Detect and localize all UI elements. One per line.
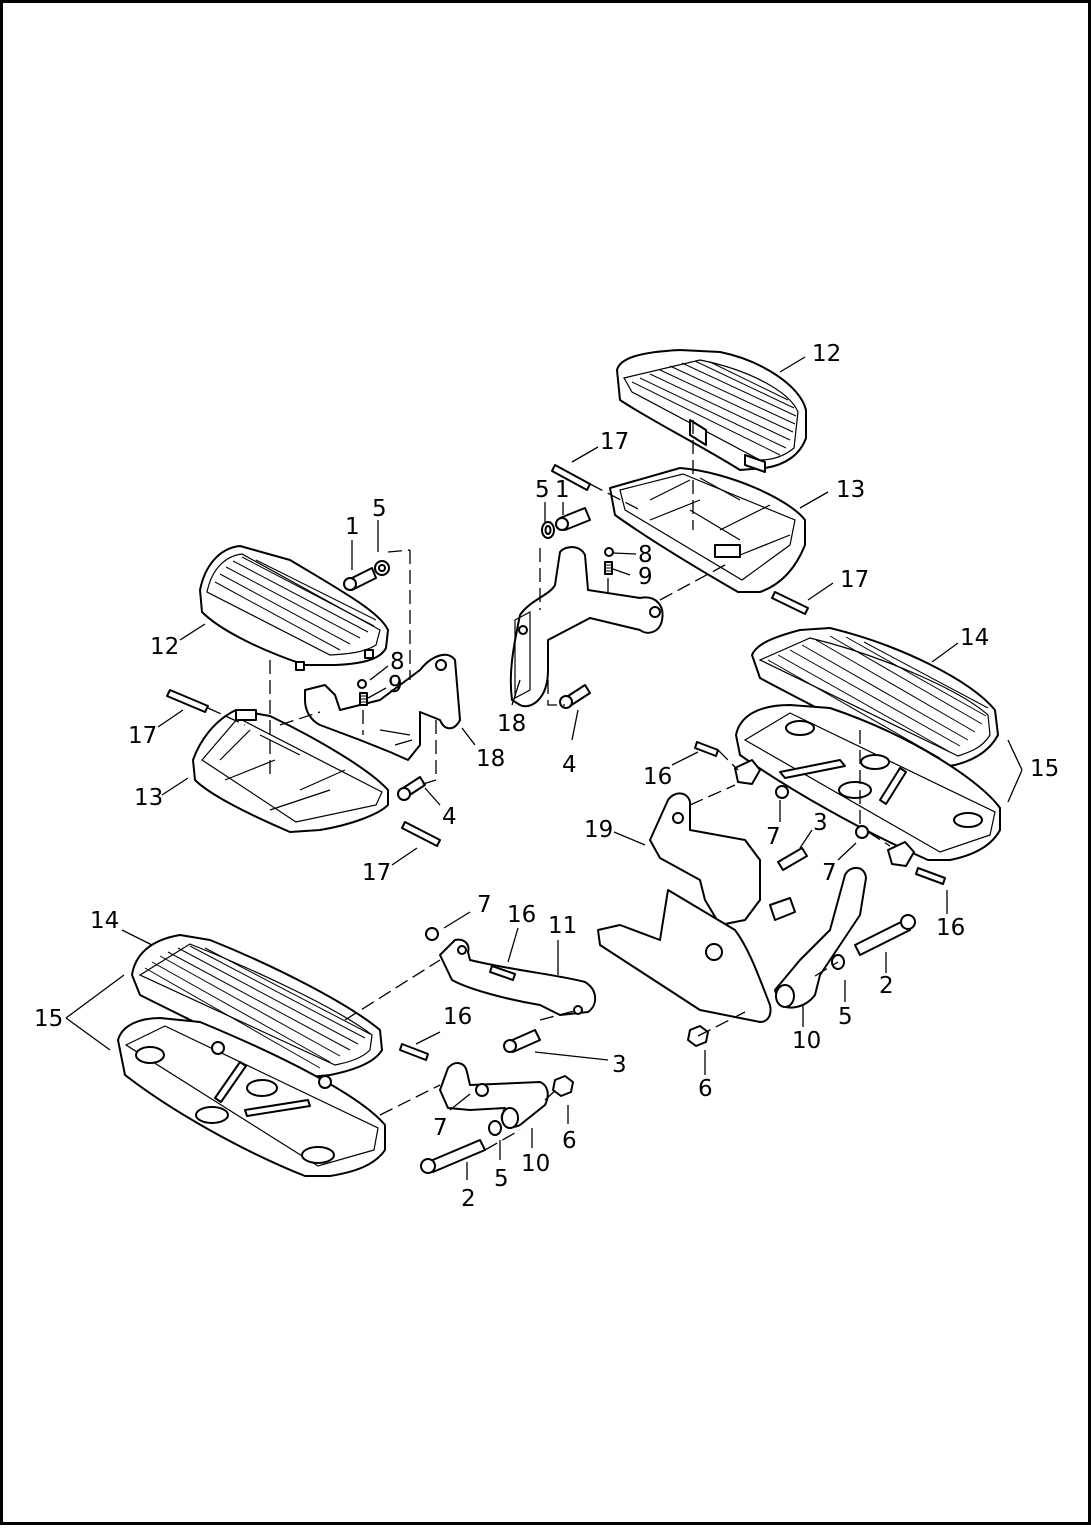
mount-bracket-left bbox=[304, 653, 461, 761]
bolt-16-low-upper bbox=[489, 965, 516, 981]
clevis-right-lower bbox=[887, 841, 915, 867]
bolt-16-low-lower bbox=[399, 1043, 429, 1061]
footboard-bracket-left bbox=[192, 709, 389, 833]
callout-10-low: 10 bbox=[521, 1151, 550, 1177]
spring-9-left bbox=[359, 692, 368, 706]
bolt-16-right-lower bbox=[915, 867, 946, 885]
callout-17-left: 17 bbox=[128, 723, 157, 749]
callout-16-low2: 16 bbox=[443, 1004, 472, 1030]
callout-4-mid: 4 bbox=[562, 752, 577, 778]
clevis-right-upper bbox=[734, 759, 761, 785]
callout-5-right: 5 bbox=[838, 1004, 853, 1030]
callout-15-left: 15 bbox=[34, 1006, 63, 1032]
callout-13-top: 13 bbox=[836, 477, 865, 503]
callout-14-right: 14 bbox=[960, 625, 989, 651]
spring-9-top bbox=[604, 561, 613, 575]
bolt-2-right bbox=[854, 914, 916, 956]
callout-16-right2: 16 bbox=[936, 915, 965, 941]
callout-9-left: 9 bbox=[388, 672, 403, 698]
callout-17-bottom: 17 bbox=[362, 860, 391, 886]
callout-5-low: 5 bbox=[494, 1166, 509, 1192]
callout-1-mid: 1 bbox=[555, 477, 570, 503]
callout-14-left: 14 bbox=[90, 908, 119, 934]
callout-19: 19 bbox=[584, 817, 613, 843]
bolt-3-low bbox=[503, 1029, 541, 1053]
callout-7-right: 7 bbox=[766, 824, 781, 850]
footboard-base-right bbox=[735, 704, 1001, 861]
pin-17-top-left bbox=[551, 464, 591, 491]
ball-8-left bbox=[357, 679, 367, 689]
callout-16-right: 16 bbox=[643, 764, 672, 790]
callout-17-top: 17 bbox=[600, 429, 629, 455]
callout-7-right2: 7 bbox=[822, 860, 837, 886]
footboard-bracket-top bbox=[609, 467, 806, 593]
pin-17-left-upper bbox=[166, 689, 209, 713]
nut-7-right-upper bbox=[775, 785, 789, 799]
nut-6-low bbox=[552, 1075, 574, 1097]
washer-5-top bbox=[541, 521, 555, 539]
footboard-pad-right bbox=[751, 627, 999, 769]
callout-5-mid: 5 bbox=[535, 477, 550, 503]
footboard-base-bottom-left bbox=[117, 1017, 386, 1177]
arm-10-right bbox=[774, 866, 867, 1009]
callout-8-left: 8 bbox=[390, 649, 405, 675]
callout-1-left: 1 bbox=[345, 514, 360, 540]
leader-lines bbox=[65, 356, 1023, 1180]
callout-6-low: 6 bbox=[562, 1128, 577, 1154]
bolt-3-right bbox=[777, 847, 808, 871]
nut-7-low-upper bbox=[425, 927, 439, 941]
callout-5-left: 5 bbox=[372, 496, 387, 522]
callout-15-right: 15 bbox=[1030, 756, 1059, 782]
callout-4-left: 4 bbox=[442, 804, 457, 830]
mount-bracket-top bbox=[509, 546, 664, 708]
footboard-pad-top bbox=[616, 349, 807, 473]
callout-12-left: 12 bbox=[150, 634, 179, 660]
callout-9-mid: 9 bbox=[638, 564, 653, 590]
callout-18-mid: 18 bbox=[497, 711, 526, 737]
callout-12-top: 12 bbox=[812, 341, 841, 367]
bolt-1-top bbox=[555, 507, 591, 531]
callout-7-low2: 7 bbox=[433, 1115, 448, 1141]
callout-3-low: 3 bbox=[612, 1052, 627, 1078]
nut-7-right-lower bbox=[855, 825, 869, 839]
washer-5-left bbox=[374, 560, 390, 576]
pin-17-top-right bbox=[771, 591, 809, 615]
callout-8-mid: 8 bbox=[638, 542, 653, 568]
callout-2-right: 2 bbox=[879, 973, 894, 999]
arm-11 bbox=[439, 938, 597, 1016]
callout-17-right: 17 bbox=[840, 567, 869, 593]
callout-3-right: 3 bbox=[813, 810, 828, 836]
arm-10-low bbox=[439, 1062, 549, 1129]
callout-labels: 12 17 5 1 13 8 9 17 18 4 1 5 12 8 9 17 1… bbox=[34, 341, 1059, 1212]
ball-8-top bbox=[604, 547, 614, 557]
bolt-4-left bbox=[397, 776, 426, 801]
nut-7-low-lower bbox=[475, 1083, 489, 1097]
bolt-1-left bbox=[343, 567, 377, 591]
footboard-pad-left bbox=[199, 545, 389, 671]
pin-17-left-lower bbox=[401, 821, 441, 847]
callout-10-right: 10 bbox=[792, 1028, 821, 1054]
callout-13-left: 13 bbox=[134, 785, 163, 811]
callout-7-low: 7 bbox=[477, 892, 492, 918]
washer-5-low bbox=[488, 1120, 502, 1136]
bolt-16-right-upper bbox=[694, 741, 719, 757]
callout-11: 11 bbox=[548, 913, 577, 939]
mount-bracket-19 bbox=[597, 792, 796, 1023]
callout-16-low: 16 bbox=[507, 902, 536, 928]
callout-2-low: 2 bbox=[461, 1186, 476, 1212]
callout-6-right: 6 bbox=[698, 1076, 713, 1102]
callout-18-left: 18 bbox=[476, 746, 505, 772]
bolt-2-low bbox=[420, 1139, 486, 1174]
